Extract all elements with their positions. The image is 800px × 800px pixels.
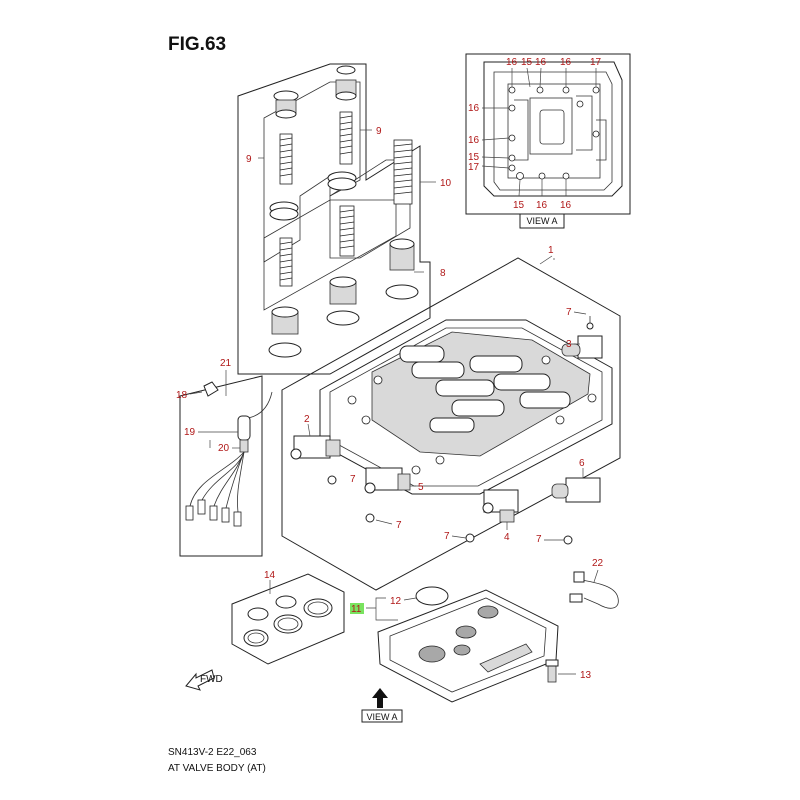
callout-7-low: 7 bbox=[396, 520, 402, 531]
callout-v17b: 17 bbox=[468, 162, 480, 173]
callout-4: 4 bbox=[504, 532, 510, 543]
view-a-arrow-icon: VIEW A bbox=[361, 688, 403, 723]
callout-v16b: 16 bbox=[535, 57, 547, 68]
callout-v16e: 16 bbox=[468, 135, 480, 146]
valve-spring-kit: 9 9 10 8 bbox=[237, 63, 452, 375]
callout-8: 8 bbox=[440, 268, 446, 279]
callout-v16g: 16 bbox=[560, 200, 572, 211]
valve-body-assembly: 1 bbox=[281, 245, 621, 591]
callout-3: 3 bbox=[566, 339, 572, 350]
callout-12: 12 bbox=[390, 596, 402, 607]
view-a-label-top: VIEW A bbox=[526, 216, 557, 226]
solenoid-5: 7 5 7 bbox=[327, 467, 424, 531]
callout-v16c: 16 bbox=[560, 57, 572, 68]
solenoid-2: 2 bbox=[290, 414, 341, 460]
callout-v15a: 15 bbox=[521, 57, 533, 68]
fwd-label: FWD bbox=[200, 674, 223, 685]
callout-14: 14 bbox=[264, 570, 276, 581]
wire-harness: 21 18 19 20 bbox=[176, 358, 273, 557]
callout-v16f: 16 bbox=[536, 200, 548, 211]
callout-7-bottom-left: 7 bbox=[444, 531, 450, 542]
callout-7-top: 7 bbox=[566, 307, 572, 318]
diagram-code: SN413V-2 E22_063 bbox=[168, 747, 257, 758]
oil-strainer: 13 12 11 bbox=[350, 586, 592, 703]
spring-a bbox=[279, 133, 293, 185]
callout-v16a: 16 bbox=[506, 57, 518, 68]
callout-11: 11 bbox=[351, 604, 362, 615]
spring-c bbox=[393, 139, 413, 205]
callout-20: 20 bbox=[218, 443, 230, 454]
solenoid-3: 7 3 bbox=[561, 307, 603, 359]
callout-v17a: 17 bbox=[590, 57, 602, 68]
fwd-arrow-icon: FWD bbox=[185, 669, 223, 691]
callout-6: 6 bbox=[579, 458, 585, 469]
highlight-11 bbox=[350, 603, 364, 614]
callout-22: 22 bbox=[592, 558, 604, 569]
o-ring-kit: 14 bbox=[231, 570, 345, 665]
callout-5: 5 bbox=[418, 482, 424, 493]
spring-b bbox=[339, 111, 353, 165]
solenoid-6: 6 7 bbox=[536, 458, 601, 545]
callout-7-bottom-right: 7 bbox=[536, 534, 542, 545]
callout-9-left: 9 bbox=[246, 154, 252, 165]
view-a-label-bottom: VIEW A bbox=[366, 712, 397, 722]
callout-10: 10 bbox=[440, 178, 452, 189]
spring-d bbox=[339, 205, 355, 257]
callout-21: 21 bbox=[220, 358, 232, 369]
sensor-22: 22 bbox=[569, 558, 619, 609]
callout-v15b: 15 bbox=[468, 152, 480, 163]
spring-e bbox=[279, 237, 293, 287]
figure-title: FIG.63 bbox=[168, 34, 226, 55]
callout-9-right: 9 bbox=[376, 126, 382, 137]
view-a-inset: 16 15 16 16 17 16 16 15 17 15 16 16 VIEW… bbox=[465, 53, 631, 229]
callout-13: 13 bbox=[580, 670, 592, 681]
callout-v15c: 15 bbox=[513, 200, 525, 211]
callout-19: 19 bbox=[184, 427, 196, 438]
solenoid-4: 7 4 bbox=[444, 489, 519, 543]
callout-7-mid: 7 bbox=[350, 474, 356, 485]
callout-2: 2 bbox=[304, 414, 310, 425]
diagram-name: AT VALVE BODY (AT) bbox=[168, 763, 266, 774]
callout-18: 18 bbox=[176, 390, 188, 401]
callout-1: 1 bbox=[548, 245, 554, 256]
callout-v16d: 16 bbox=[468, 103, 480, 114]
